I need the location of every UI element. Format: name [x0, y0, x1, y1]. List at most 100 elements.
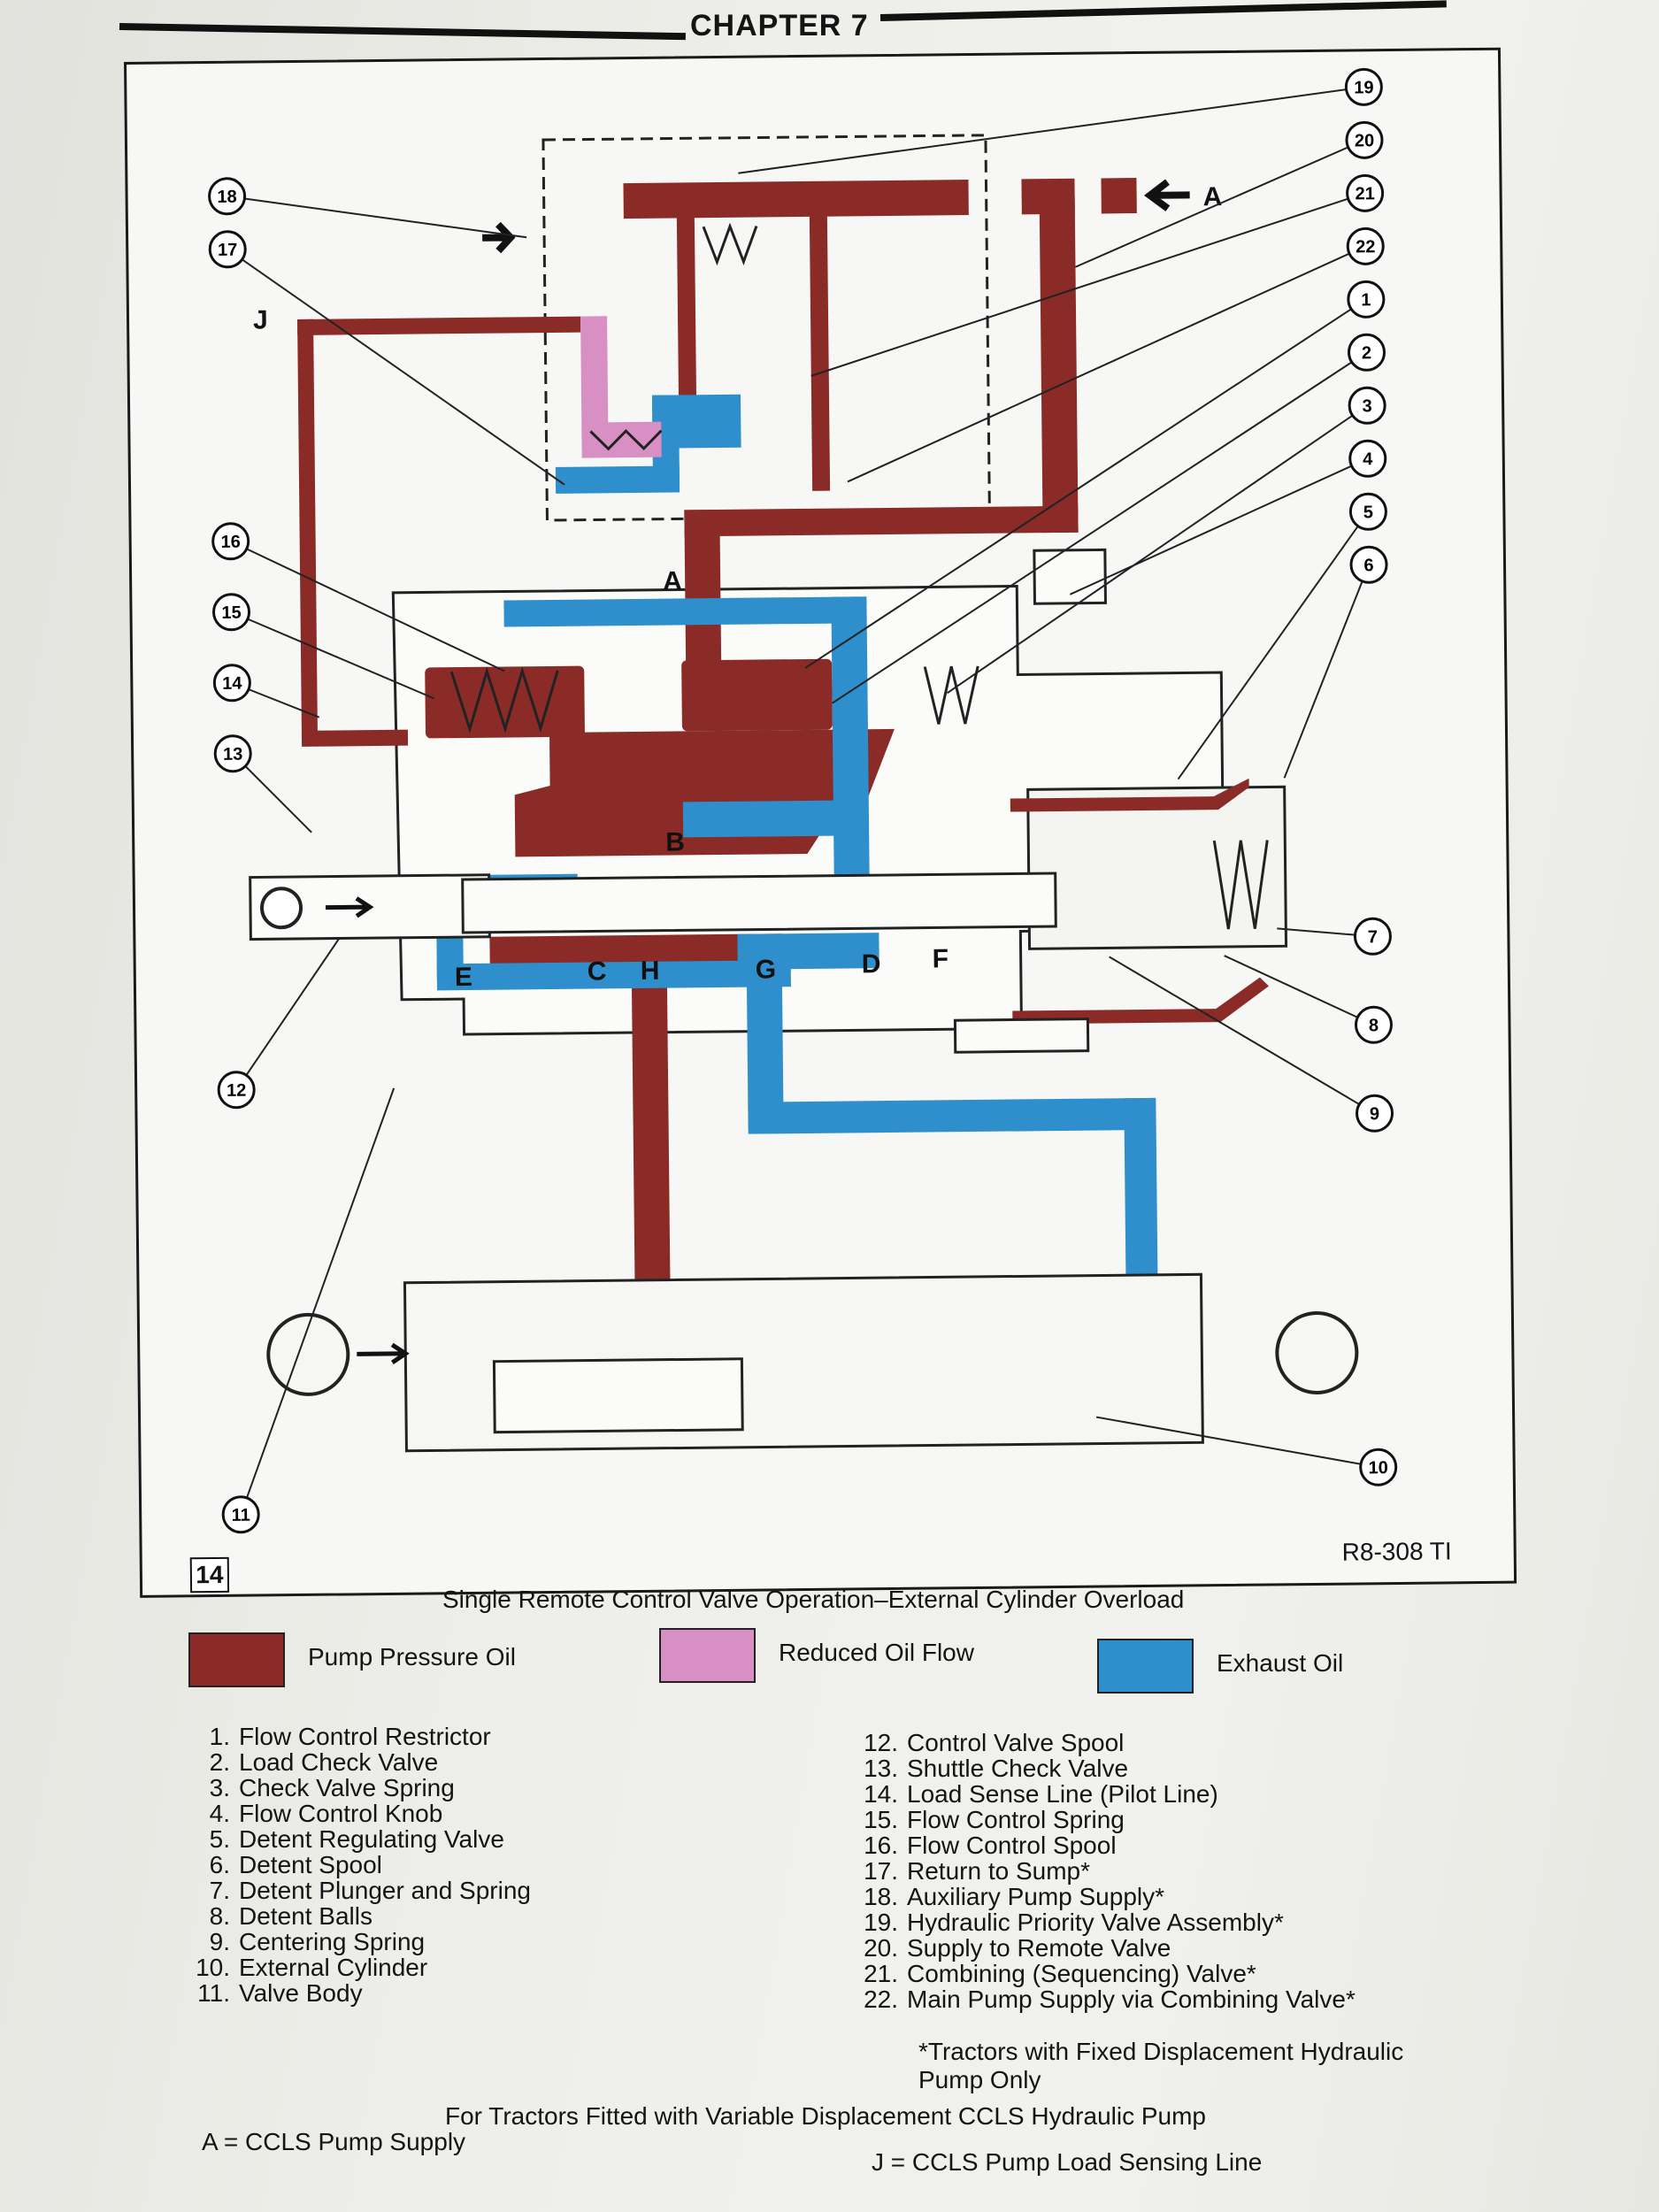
figure-caption: Single Remote Control Valve Operation–Ex…	[442, 1586, 1185, 1613]
callout-8: 8	[1354, 1005, 1393, 1044]
callout-9: 9	[1356, 1094, 1394, 1133]
legend-swatch-pump-pressure	[188, 1632, 285, 1687]
port-letter-h: H	[641, 956, 660, 986]
flow-control-spool-chamber	[681, 658, 833, 732]
legend-label-reduced-flow: Reduced Oil Flow	[779, 1639, 974, 1666]
exhaust-return-riser	[1124, 1097, 1159, 1329]
priority-exhaust-line	[555, 465, 680, 494]
svg-text:13: 13	[223, 745, 242, 764]
list-item: 8.Detent Balls	[209, 1902, 373, 1930]
supply-cross-line	[684, 505, 1079, 537]
upper-exhaust-gallery	[503, 596, 858, 627]
callout-21: 21	[1346, 173, 1385, 212]
supply-line-end	[1101, 178, 1137, 214]
list-item: 1.Flow Control Restrictor	[209, 1723, 491, 1750]
flow-control-spring	[449, 666, 559, 734]
priority-spring	[702, 222, 758, 266]
list-item: 18.Auxiliary Pump Supply*	[864, 1883, 1165, 1910]
port-letter-d: D	[862, 949, 881, 979]
cylinder-rod	[492, 1357, 744, 1434]
hydraulic-diagram-figure: A B C H G D F E A J	[124, 47, 1517, 1598]
exhaust-return-cross	[748, 1097, 1156, 1134]
port-letter-g: G	[756, 955, 777, 984]
list-item: 14.Load Sense Line (Pilot Line)	[864, 1780, 1218, 1808]
svg-text:15: 15	[221, 603, 241, 623]
detent-pilot-line-bottom	[1012, 977, 1270, 1025]
svg-text:2: 2	[1362, 343, 1371, 363]
adjuster-screw	[953, 1018, 1090, 1054]
callout-6: 6	[1349, 545, 1388, 584]
figure-number: 14	[189, 1556, 230, 1594]
springs	[449, 222, 1269, 930]
callout-19: 19	[1344, 67, 1383, 106]
list-item: 3.Check Valve Spring	[209, 1774, 455, 1801]
figure-reference-code: R8-308 TI	[1341, 1537, 1452, 1566]
priority-supply-line	[623, 180, 969, 219]
cylinder-direction-arrow	[357, 1342, 410, 1364]
load-sense-line-left	[297, 319, 319, 744]
callout-14: 14	[212, 664, 251, 703]
inlet-letter-j: J	[253, 305, 268, 334]
port-letter-e: E	[455, 963, 472, 992]
callout-leaders	[227, 86, 1379, 1516]
port-letter-f: F	[932, 944, 949, 973]
callout-16: 16	[211, 522, 250, 561]
spool-eye-hole	[260, 887, 303, 930]
callout-22: 22	[1346, 227, 1385, 265]
cylinder-left-clevis	[266, 1312, 350, 1396]
svg-text:7: 7	[1368, 927, 1378, 947]
callout-12: 12	[217, 1071, 256, 1110]
parts-list-left: 1.Flow Control Restrictor 2.Load Check V…	[186, 1724, 531, 2006]
footnote-line-2: Pump Only	[918, 2066, 1041, 2093]
chapter-title: CHAPTER 7	[690, 9, 869, 42]
load-sense-line-bottom	[301, 729, 409, 747]
right-exhaust-riser	[831, 596, 871, 916]
list-item: 19.Hydraulic Priority Valve Assembly*	[864, 1909, 1284, 1936]
svg-text:1: 1	[1361, 290, 1371, 310]
list-item: 22.Main Pump Supply via Combining Valve*	[864, 1985, 1356, 2013]
callout-11: 11	[221, 1495, 260, 1534]
supply-to-remote-line	[1039, 196, 1079, 534]
list-item: 13.Shuttle Check Valve	[864, 1755, 1129, 1782]
flow-control-knob	[1033, 548, 1107, 605]
load-sense-line-top	[297, 316, 581, 335]
auxiliary-supply-arrow	[482, 221, 516, 254]
hydraulic-diagram: A B C H G D F E A J	[208, 67, 1398, 1534]
callout-20: 20	[1345, 120, 1384, 159]
svg-text:16: 16	[220, 533, 240, 552]
list-item: 12.Control Valve Spool	[864, 1729, 1125, 1756]
spool-direction-arrow	[325, 896, 374, 918]
centering-spring	[1212, 840, 1269, 930]
footnote-line-1: *Tractors with Fixed Displacement Hydrau…	[918, 2038, 1404, 2065]
callout-18: 18	[208, 177, 247, 216]
svg-text:8: 8	[1369, 1016, 1379, 1035]
callout-17: 17	[208, 230, 247, 269]
svg-text:19: 19	[1354, 78, 1373, 97]
reduced-flow-chamber	[581, 421, 662, 458]
svg-text:18: 18	[217, 188, 236, 207]
svg-text:6: 6	[1363, 556, 1373, 575]
callout-4: 4	[1348, 439, 1387, 478]
list-item: 4.Flow Control Knob	[209, 1800, 443, 1827]
list-item: 7.Detent Plunger and Spring	[209, 1877, 531, 1904]
svg-text:12: 12	[227, 1081, 246, 1101]
detent-pilot-line-top	[1010, 778, 1249, 812]
ccls-heading: For Tractors Fitted with Variable Displa…	[445, 2102, 1207, 2130]
svg-text:5: 5	[1363, 503, 1373, 522]
flow-control-spring-chamber	[425, 665, 585, 739]
ccls-load-sensing-line: J = CCLS Pump Load Sensing Line	[872, 2148, 1263, 2176]
priority-main-line	[809, 198, 831, 491]
svg-text:3: 3	[1362, 396, 1371, 416]
port-letter-b: B	[665, 827, 685, 856]
chapter-rule-left	[119, 23, 686, 41]
callout-2: 2	[1348, 333, 1386, 372]
callout-5: 5	[1348, 492, 1387, 531]
list-item: 15.Flow Control Spring	[864, 1806, 1125, 1833]
svg-text:11: 11	[232, 1506, 250, 1525]
svg-text:22: 22	[1356, 237, 1375, 257]
svg-text:10: 10	[1368, 1458, 1387, 1478]
control-valve-spool	[461, 872, 1057, 934]
list-item: 11.Valve Body	[197, 1979, 363, 2007]
svg-text:14: 14	[222, 674, 242, 694]
